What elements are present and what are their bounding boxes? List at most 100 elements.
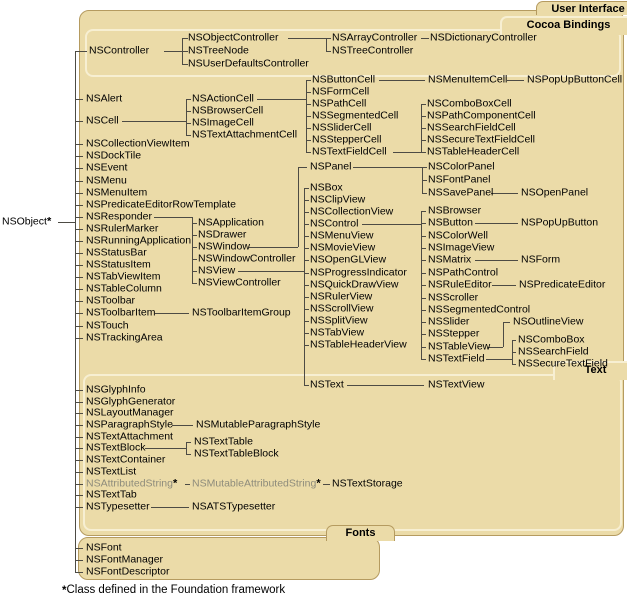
class-nsimageview: NSImageView	[428, 241, 495, 254]
class-nstextblock: NSTextBlock	[86, 441, 146, 454]
class-nstextstorage: NSTextStorage	[332, 477, 403, 490]
class-nsresponder: NSResponder	[86, 210, 152, 223]
class-nstableheadercell: NSTableHeaderCell	[427, 145, 520, 158]
class-nsprogressindicator: NSProgressIndicator	[310, 266, 407, 279]
connector-line	[75, 548, 83, 549]
class-nstoolbaritemgroup: NSToolbarItemGroup	[192, 306, 291, 319]
class-nswindow: NSWindow	[198, 240, 250, 253]
connector-line	[421, 359, 426, 360]
class-nstreecontroller: NSTreeController	[332, 44, 414, 57]
class-nsviewcontroller: NSViewController	[198, 276, 281, 289]
class-nssavepanel: NSSavePanel	[428, 186, 494, 199]
class-nsatstypesetter: NSATSTypesetter	[192, 500, 276, 513]
connector-line	[421, 322, 426, 323]
connector-line	[304, 345, 309, 346]
connector-line	[75, 448, 83, 449]
connector-line	[75, 205, 83, 206]
class-nslayoutmanager: NSLayoutManager	[86, 406, 174, 419]
class-nsmatrix: NSMatrix	[428, 253, 472, 266]
class-nstableview: NSTableView	[428, 340, 491, 353]
class-nsactioncell: NSActionCell	[192, 92, 254, 105]
class-nspredicateeditorrowtemplate: NSPredicateEditorRowTemplate	[86, 198, 236, 211]
connector-line	[304, 188, 309, 189]
connector-line	[421, 298, 426, 299]
class-nstexttable: NSTextTable	[194, 435, 253, 448]
class-nsglyphgenerator: NSGlyphGenerator	[86, 395, 176, 408]
connector-line	[155, 313, 189, 314]
class-nstexttab: NSTextTab	[86, 488, 137, 501]
connector-line	[306, 116, 311, 117]
connector-line	[75, 507, 83, 508]
connector-line	[306, 140, 311, 141]
class-nsmenuitem: NSMenuItem	[86, 186, 148, 199]
connector-line	[75, 402, 83, 403]
connector-line	[304, 188, 305, 385]
connector-line	[304, 260, 309, 261]
connector-line	[304, 385, 309, 386]
tab-cocoa-bindings: Cocoa Bindings	[500, 16, 627, 35]
class-nsobject: NSObject*	[2, 215, 52, 228]
connector-line	[75, 51, 76, 572]
tab-fonts: Fonts	[326, 525, 395, 541]
legend-text: Class defined in the Foundation framewor…	[66, 584, 286, 596]
connector-line	[421, 152, 426, 153]
class-nsstatusbar: NSStatusBar	[86, 246, 147, 259]
connector-line	[507, 80, 524, 81]
class-nspopupbuttoncell: NSPopUpButtonCell	[527, 73, 623, 86]
tab-text-label: Text	[584, 364, 607, 376]
connector-line	[75, 289, 83, 290]
class-nsapplication: NSApplication	[198, 216, 264, 229]
connector-line	[75, 253, 83, 254]
connector-line	[304, 297, 309, 298]
class-nsdocktile: NSDockTile	[86, 149, 142, 162]
class-nstextattachmentcell: NSTextAttachmentCell	[192, 128, 298, 141]
tab-user-interface: User Interface	[536, 1, 627, 15]
connector-line	[75, 144, 83, 145]
connector-line	[257, 99, 306, 100]
legend-asterisk: *	[62, 585, 67, 597]
connector-line	[75, 99, 83, 100]
class-nstrackingarea: NSTrackingArea	[86, 331, 163, 344]
connector-line	[306, 152, 311, 153]
connector-line	[75, 413, 83, 414]
class-nscell: NSCell	[86, 114, 119, 127]
class-nsarraycontroller: NSArrayController	[332, 31, 418, 44]
connector-line	[512, 340, 516, 341]
connector-line	[306, 92, 311, 93]
class-nsrulermarker: NSRulerMarker	[86, 222, 159, 235]
class-nsglyphinfo: NSGlyphInfo	[86, 383, 146, 396]
connector-line	[186, 99, 187, 135]
connector-line	[75, 472, 83, 473]
connector-line	[304, 200, 309, 201]
class-nstypesetter: NSTypesetter	[86, 500, 150, 513]
connector-line	[421, 128, 426, 129]
foundation-class-asterisk: *	[46, 215, 52, 228]
class-nsoutlineview: NSOutlineView	[513, 315, 584, 328]
class-nssegmentedcell: NSSegmentedCell	[312, 109, 399, 122]
class-nstext: NSText	[310, 378, 344, 391]
connector-line	[306, 128, 311, 129]
class-nstextfieldcell: NSTextFieldCell	[312, 145, 387, 158]
class-nstabview: NSTabView	[310, 326, 365, 339]
connector-line	[75, 326, 83, 327]
connector-line	[488, 347, 503, 348]
connector-line	[421, 248, 426, 249]
cocoa-bindings-box	[85, 29, 621, 77]
connector-line	[421, 223, 426, 224]
connector-line	[326, 38, 331, 39]
class-nsfontdescriptor: NSFontDescriptor	[86, 565, 170, 578]
tab-user-interface-label: User Interface	[551, 3, 625, 15]
connector-line	[186, 454, 191, 455]
connector-line	[353, 167, 422, 168]
connector-line	[75, 495, 83, 496]
class-nstableheaderview: NSTableHeaderView	[310, 338, 407, 351]
connector-line	[304, 285, 309, 286]
class-nsscrollview: NSScrollView	[310, 302, 374, 315]
class-nsmenuitemcell: NSMenuItemCell	[428, 73, 508, 86]
class-nscollectionviewitem: NSCollectionViewItem	[86, 137, 190, 150]
class-nsform: NSForm	[521, 253, 561, 266]
class-nssteppercell: NSStepperCell	[312, 133, 382, 146]
class-nsmenuview: NSMenuView	[310, 229, 374, 242]
class-nstexttableblock: NSTextTableBlock	[194, 447, 279, 460]
connector-line	[288, 38, 326, 39]
